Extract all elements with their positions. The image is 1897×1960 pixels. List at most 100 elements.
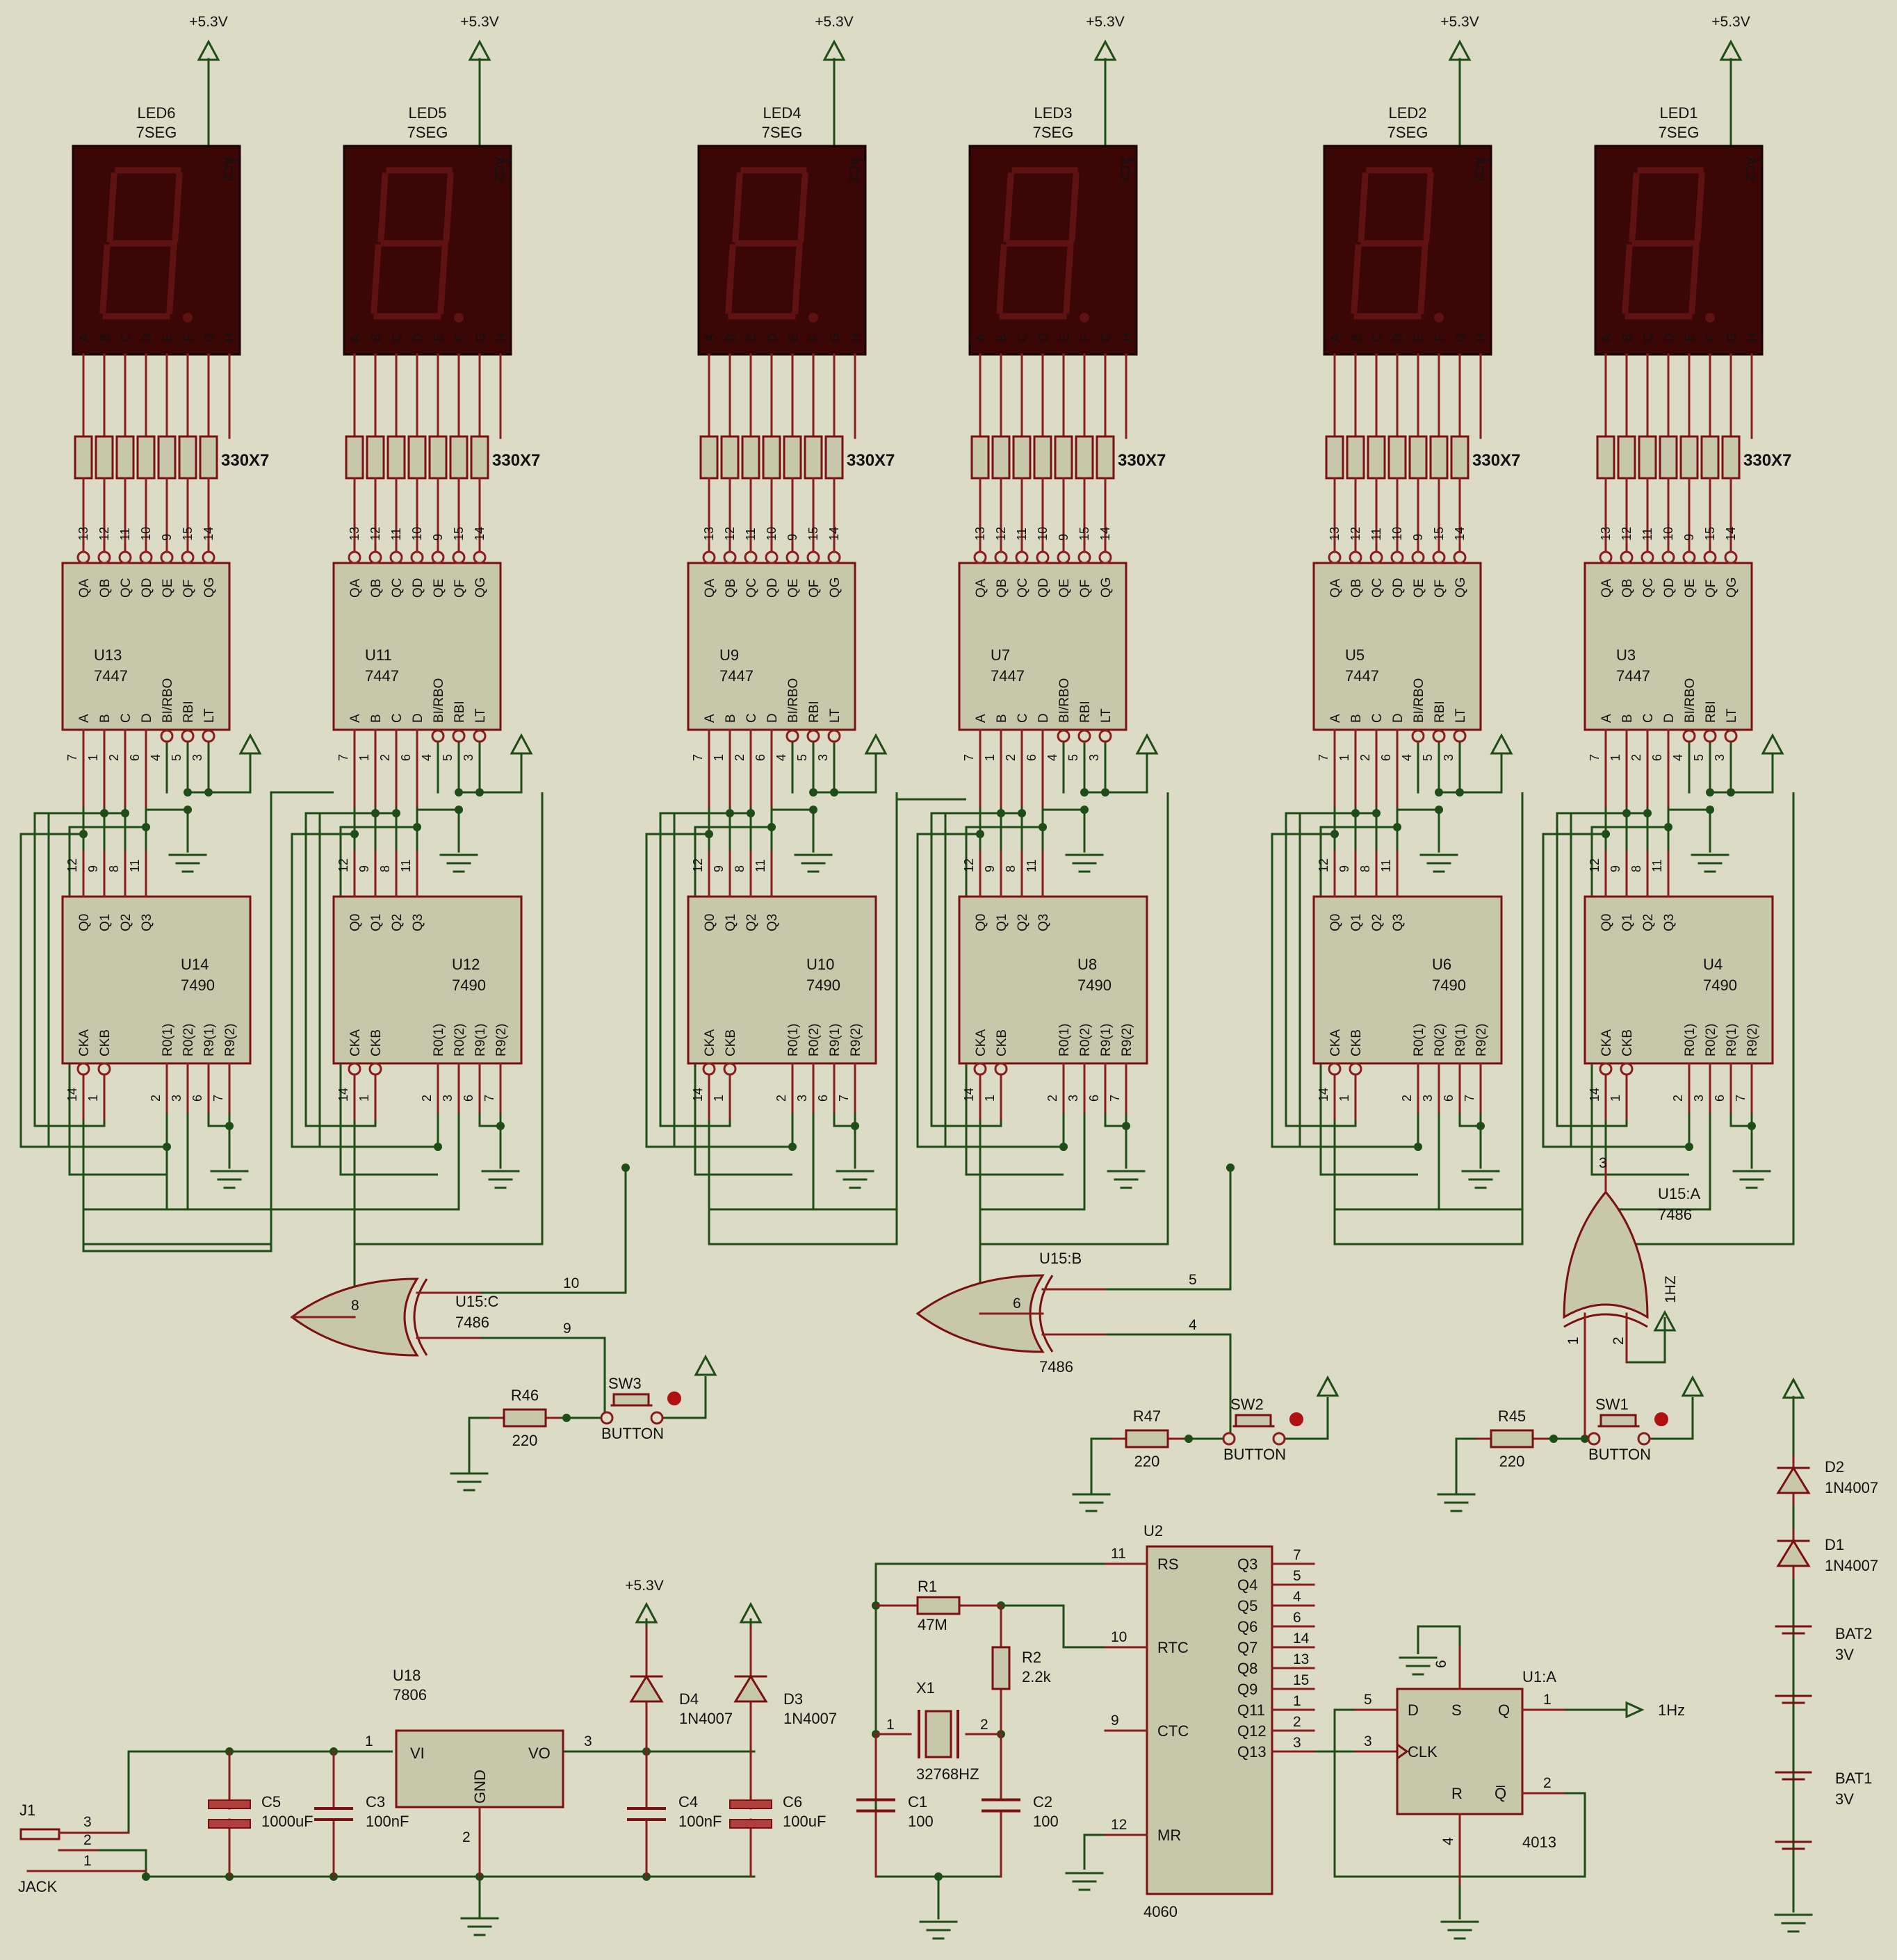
decoder-pin-bubble (139, 550, 153, 564)
decoder-name: U13 (94, 646, 122, 664)
wire (480, 1168, 627, 1294)
led-pin-letter: B (98, 334, 112, 342)
capacitor-name: C4 (678, 1793, 698, 1811)
decoder-pin-number: 7 (336, 754, 350, 761)
regulator-pin-name: GND (471, 1770, 489, 1804)
decoder-pin-number: 12 (1620, 527, 1634, 541)
wire (127, 1750, 393, 1833)
resistor-network-label: 330X7 (1743, 451, 1791, 470)
decoder-pin-name: QG (202, 577, 217, 598)
button-type: BUTTON (601, 1425, 664, 1442)
gate-pin-number: 4 (1189, 1317, 1197, 1333)
button-type: BUTTON (1223, 1446, 1286, 1463)
led-segment (797, 172, 808, 243)
decoder-pin-name: QF (1433, 580, 1447, 598)
led-pin-letter: A (974, 334, 988, 342)
wire (944, 812, 1065, 1148)
junction-dot (1435, 788, 1443, 797)
divider-pin-number: 15 (1293, 1672, 1309, 1688)
decoder-pin-name: RBI (807, 701, 822, 723)
decoder-pin-bubble (452, 550, 466, 564)
resistor-network-element (1367, 435, 1386, 480)
counter-pin-number: 9 (712, 865, 726, 872)
counter-pin-number: 6 (462, 1095, 475, 1102)
decoder-pin-name: A (703, 714, 717, 723)
counter-pin-bubble (1328, 1062, 1342, 1076)
supply-arrow (1093, 39, 1117, 61)
led-pin-letter: H (494, 333, 508, 342)
decoder-pin-name: BI/RBO (1057, 678, 1072, 723)
resistor-network-element (1096, 435, 1115, 480)
counter-pin-name: CKB (724, 1029, 738, 1056)
decoder-pin-number: 2 (378, 754, 392, 761)
decoder-pin-number: 11 (118, 528, 132, 541)
led-common-pin-number: 1 (1480, 156, 1494, 163)
counter-pin-number: 1 (357, 1095, 371, 1102)
decoder-type: 7447 (94, 667, 128, 685)
counter-pin-name: Q0 (348, 914, 363, 931)
decoder-pin-name: B (724, 714, 738, 723)
supply-label: +5.3V (625, 1578, 663, 1594)
junction-dot (1080, 788, 1089, 797)
decoder-pin-number: 1 (357, 754, 371, 761)
decoder-pin-number: 11 (389, 528, 403, 541)
counter-pin-bubble (368, 1062, 382, 1076)
led-decimal-point (1434, 313, 1444, 322)
parts-layer (19, 39, 1813, 1940)
junction-dot (79, 830, 88, 838)
decoder-pin-name: QA (974, 578, 988, 598)
led-pin-letter: H (849, 333, 863, 342)
resistor-network-element (449, 435, 469, 480)
junction-dot (851, 1122, 859, 1130)
supply-arrow (694, 1354, 717, 1376)
supply-arrow (1782, 1377, 1805, 1399)
led-pin-letter: F (807, 334, 821, 342)
counter-pin-name: Q1 (1620, 914, 1635, 931)
decoder-pin-number: 4 (774, 754, 788, 761)
decoder-pin-number: 15 (1077, 527, 1091, 541)
resistor-network-element (366, 435, 385, 480)
xor-gate (413, 1278, 428, 1356)
crystal-pin-number: 1 (886, 1717, 895, 1733)
decoder-pin-name: QB (98, 579, 113, 598)
counter-pin-number: 7 (482, 1095, 496, 1102)
led-segment (996, 244, 1007, 314)
wire (1455, 1437, 1477, 1494)
decoder-pin-name: BI/RBO (1683, 678, 1697, 723)
decoder-pin-name: QG (1725, 577, 1739, 598)
led-pin-letter: F (453, 334, 466, 342)
resistor-network-element (1721, 435, 1741, 480)
junction-dot (1706, 788, 1714, 797)
junction-dot (1184, 1435, 1193, 1443)
wire (708, 813, 898, 1211)
decoder-pin-number: 11 (744, 528, 758, 541)
supply-arrow (822, 39, 846, 61)
flipflop-pin-name: D (1408, 1701, 1419, 1719)
capacitor (729, 1819, 772, 1829)
capacitor-value: 100nF (678, 1813, 722, 1830)
counter-pin-name: Q2 (119, 914, 133, 931)
wire (480, 1337, 606, 1418)
decoder-pin-bubble (181, 550, 195, 564)
counter-pin-number: 1 (983, 1095, 997, 1102)
capacitor-name: C3 (366, 1793, 385, 1811)
counter-pin-number: 14 (962, 1088, 976, 1102)
counter-pin-number: 3 (795, 1095, 809, 1102)
divider-pin-name: Q11 (1237, 1701, 1265, 1719)
decoder-pin-bubble (1077, 550, 1091, 564)
decoder-pin-name: C (1016, 713, 1030, 723)
gate-pin-number: 1 (1565, 1337, 1581, 1345)
counter-pin-bubble (973, 1062, 987, 1076)
capacitor (729, 1799, 772, 1809)
resistor-value: 220 (1134, 1453, 1160, 1470)
decoder-pin-number: 13 (348, 527, 361, 541)
counter-pin-number: 14 (336, 1088, 350, 1102)
jack-pin-number: 1 (83, 1853, 92, 1869)
counter-pin-number: 9 (1609, 865, 1622, 872)
supply-arrow (864, 733, 888, 755)
decoder-pin-name: QD (765, 578, 780, 598)
counter-pin-name: Q0 (77, 914, 92, 931)
counter-name: U14 (181, 956, 209, 973)
counter-ic (332, 895, 523, 1065)
counter-ic (958, 895, 1148, 1065)
